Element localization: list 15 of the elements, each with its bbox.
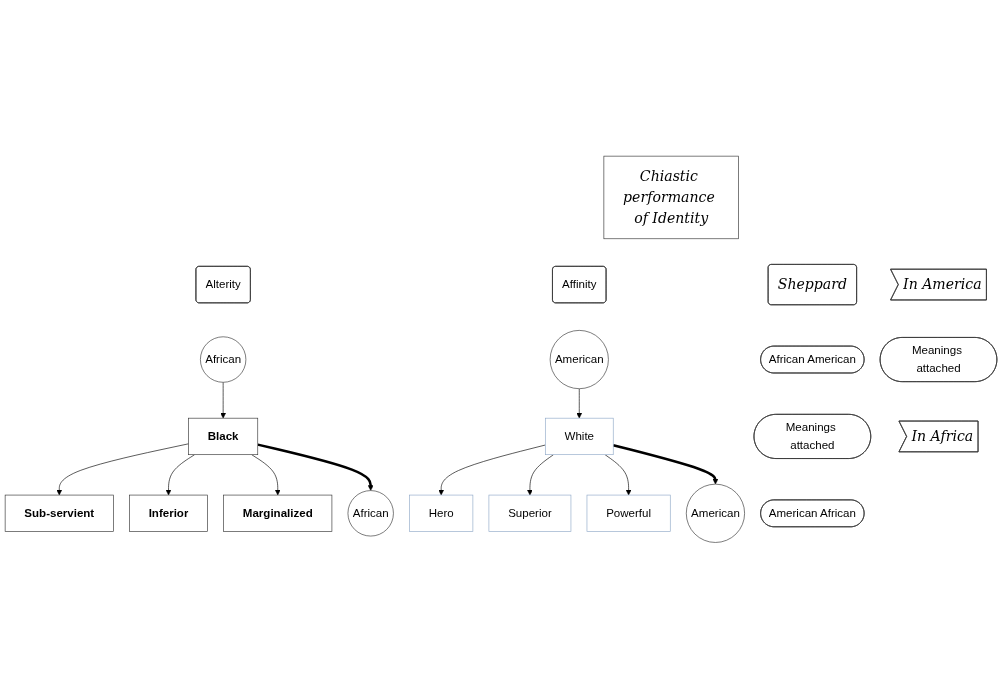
node-circle: American [685,484,745,543]
node-box: Sub-servient [4,494,114,533]
node-box: Chiastic performance of Identity [603,156,739,240]
node-box: Marginalized [223,494,333,533]
node-box: Black [188,418,259,456]
arrow [257,443,374,491]
node-box: Superior [488,494,572,533]
node-box: Powerful [586,494,671,533]
node-box: Hero [409,494,474,533]
arrow [612,444,719,485]
node-circle: African [200,336,247,383]
node-box: Inferior [129,494,208,533]
node-circle: African [347,490,394,537]
node-box: White [545,418,614,456]
node-circle: American [549,330,609,390]
